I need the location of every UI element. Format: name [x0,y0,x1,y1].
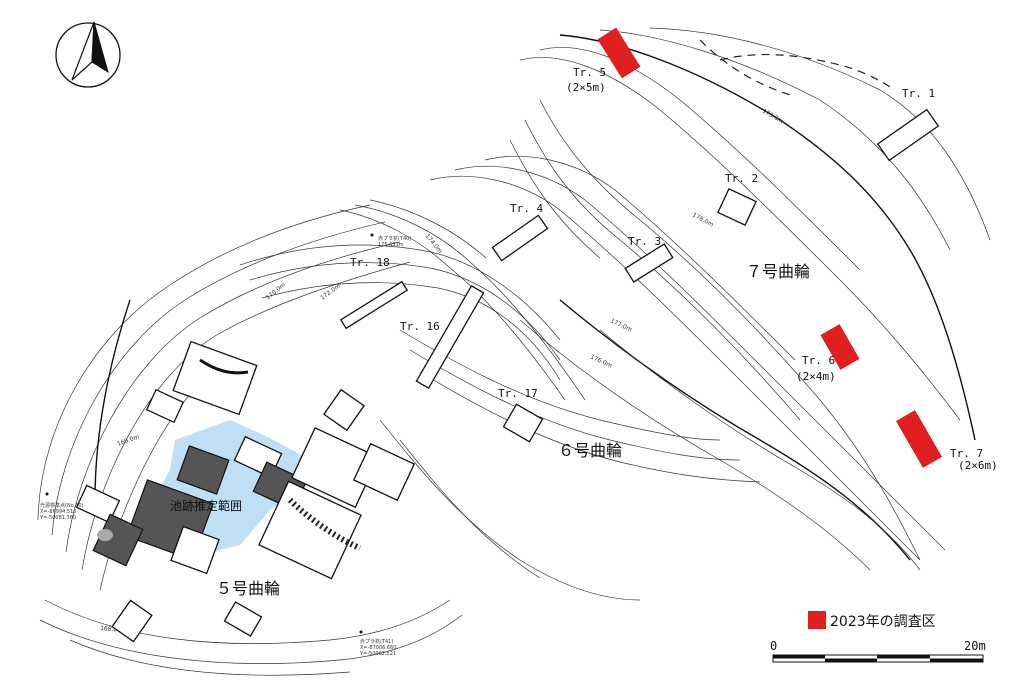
scale-bar: 0 20m [770,639,986,663]
contour-label-168: 168.0m [100,625,124,634]
contour-label-170: 170.0m [265,281,287,301]
survey-points: 光源標準点(No.10) X=-86994.510 Y=-50081.360 赤… [39,233,411,657]
label-kuruwa7: ７号曲輪 [746,262,810,281]
survey-point-2-name: 赤プラ杭(T41) [360,638,393,645]
contour-lines-east [429,27,991,571]
legend: 2023年の調査区 [808,611,936,630]
contour-label-177: 177.0m [609,317,633,333]
label-tr1: Tr. 1 [902,87,935,100]
trench-7-red [895,410,943,468]
contour-label-179: 179.0m [761,108,785,126]
label-tr17: Tr. 17 [498,387,538,400]
scale-end: 20m [964,639,986,653]
label-tr4: Tr. 4 [510,202,543,215]
survey-point-1-x: X=-86994.510 [40,509,76,515]
trench-outlines [339,108,940,443]
trench-labels: Tr. 1 Tr. 2 Tr. 3 Tr. 4 Tr. 5 (2×5m) Tr.… [350,66,998,472]
label-tr5: Tr. 5 [573,66,606,79]
label-tr18: Tr. 18 [350,256,390,269]
legend-label: 2023年の調査区 [830,614,936,630]
label-kuruwa5: ５号曲輪 [216,579,280,598]
survey-point-2-x: X=-87006.660 [360,645,396,651]
label-tr6: Tr. 6 [802,354,835,367]
label-tr16: Tr. 16 [400,320,440,333]
survey-point-2-y: Y=-50062.521 [359,651,396,657]
trench-17 [502,403,544,443]
trench-3 [624,243,674,283]
survey-point-3-name: 赤プラ杭(T40) [378,235,411,242]
label-pond: 池跡推定範囲 [170,498,242,513]
contour-label-178: 178.0m [691,212,715,229]
trench-16 [415,284,485,390]
trench-18 [339,280,409,330]
excavation-features-kuruwa5 [75,340,416,643]
label-tr5-size: (2×5m) [566,81,606,94]
label-tr7: Tr. 7 [950,447,983,460]
trench-1 [876,108,940,162]
contour-label-176: 176.0m [589,353,613,369]
label-tr2: Tr. 2 [725,172,758,185]
trenches-2023 [597,27,943,468]
trench-6-red [820,324,860,370]
legend-swatch [808,611,826,629]
label-kuruwa6: ６号曲輪 [558,441,622,460]
label-tr6-size: (2×4m) [796,370,836,383]
label-tr7-size: (2×6m) [958,459,998,472]
label-tr3: Tr. 3 [628,235,661,248]
contour-label-174: 174.0m [423,233,443,255]
survey-point-1-name: 光源標準点(No.10) [40,502,84,509]
scale-start: 0 [770,639,777,653]
trench-5-red [597,27,641,79]
trench-4 [491,214,549,262]
north-arrow-icon [55,21,121,88]
trench-2 [717,188,757,226]
survey-point-3-elev: 175.631m [378,242,404,248]
survey-point-1-y: Y=-50081.360 [39,515,76,521]
